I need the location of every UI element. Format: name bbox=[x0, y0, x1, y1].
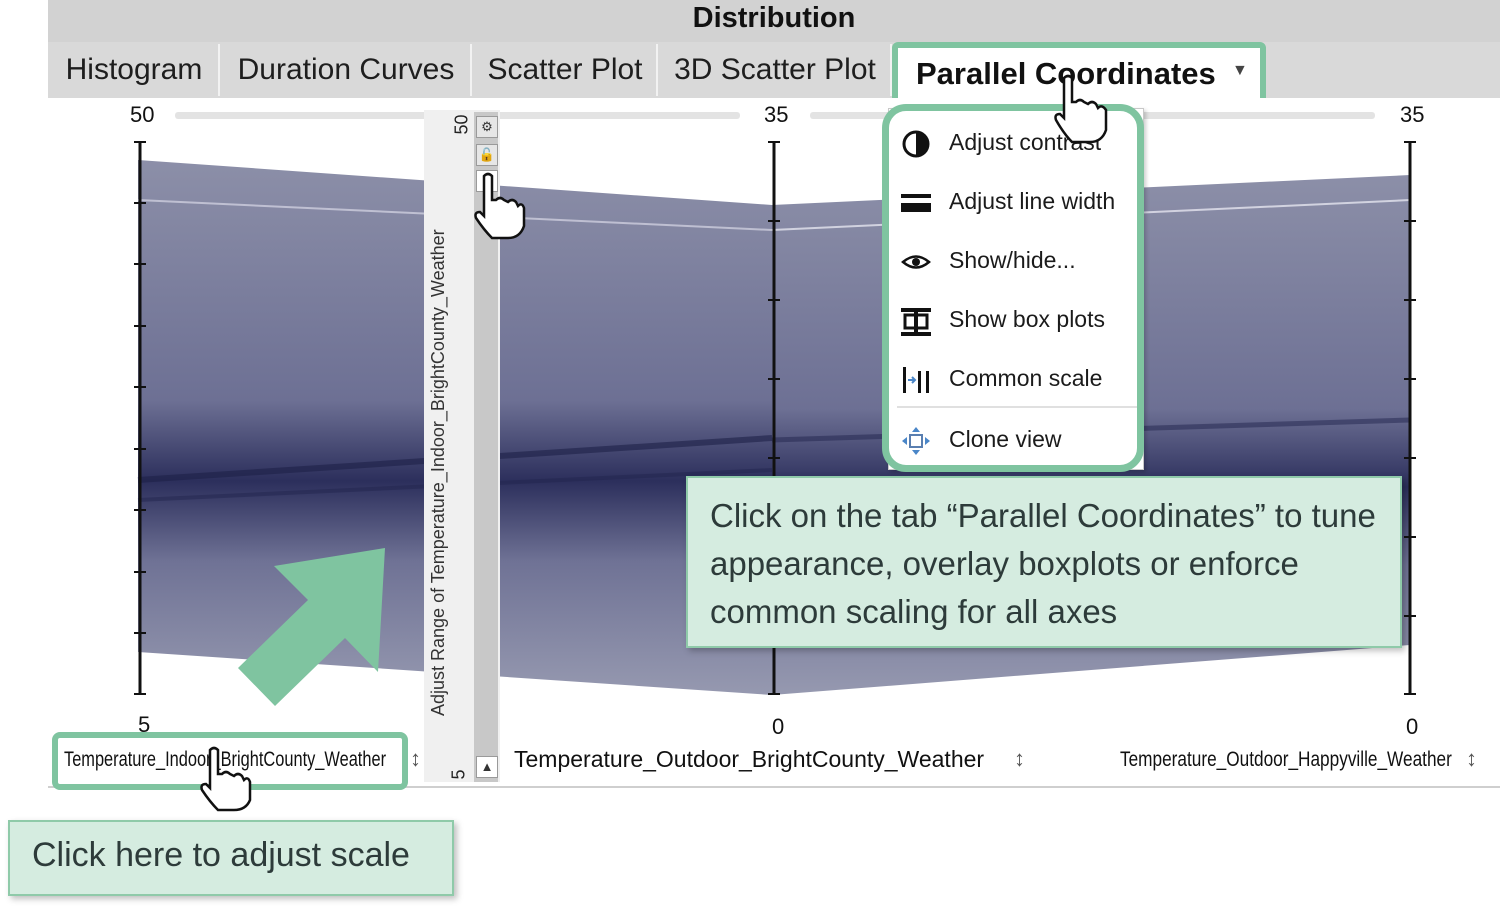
pointer-arrow-icon bbox=[238, 548, 385, 706]
menu-item-common-scale[interactable]: Common scale bbox=[889, 351, 1143, 407]
axis-1-sort-icon[interactable]: ↕ bbox=[410, 746, 421, 771]
axis-3-name[interactable]: Temperature_Outdoor_Happyville_Weather bbox=[1120, 748, 1452, 771]
line-width-icon bbox=[901, 194, 931, 212]
axis-2-name[interactable]: Temperature_Outdoor_BrightCounty_Weather bbox=[514, 746, 985, 772]
eye-icon bbox=[901, 255, 931, 269]
axis-3-min-label: 0 bbox=[1406, 714, 1419, 739]
title-bar: Distribution bbox=[48, 0, 1500, 42]
axis-2-min-label: 0 bbox=[772, 714, 785, 739]
menu-item-clone-view[interactable]: Clone view bbox=[889, 412, 1143, 468]
menu-item-label: Show/hide... bbox=[949, 247, 1076, 273]
menu-item-label: Clone view bbox=[949, 426, 1062, 452]
scale-panel-label: Adjust Range of Temperature_Indoor_Brigh… bbox=[428, 229, 448, 716]
plot-bottom-border bbox=[48, 786, 1500, 788]
contrast-icon bbox=[902, 130, 930, 158]
hand-cursor-icon bbox=[474, 172, 526, 240]
parallel-coordinates-menu: Adjust contrast Adjust line width Show/h… bbox=[888, 108, 1144, 470]
axis-1-max-label: 50 bbox=[130, 102, 155, 127]
axis-3-max-label: 35 bbox=[1400, 102, 1425, 127]
tab-scatter-plot[interactable]: Scatter Plot bbox=[474, 44, 658, 96]
axis-2-max-label: 35 bbox=[764, 102, 789, 127]
axis-2-sort-icon[interactable]: ↕ bbox=[1014, 746, 1025, 771]
menu-item-adjust-line-width[interactable]: Adjust line width bbox=[889, 174, 1143, 230]
menu-item-show-box-plots[interactable]: Show box plots bbox=[889, 292, 1143, 348]
lock-icon[interactable]: 🔓 bbox=[476, 144, 498, 166]
menu-item-show-hide[interactable]: Show/hide... bbox=[889, 233, 1143, 289]
axis-3-sort-icon[interactable]: ↕ bbox=[1466, 746, 1477, 771]
tab-histogram[interactable]: Histogram bbox=[50, 44, 220, 96]
box-plot-icon bbox=[901, 308, 931, 336]
menu-separator bbox=[897, 406, 1137, 408]
tab-duration-curves[interactable]: Duration Curves bbox=[222, 44, 472, 96]
menu-item-label: Adjust line width bbox=[949, 188, 1116, 214]
window-title: Distribution bbox=[692, 2, 856, 34]
clone-view-icon bbox=[902, 427, 930, 455]
axis-1-name[interactable]: Temperature_Indoor_BrightCounty_Weather bbox=[64, 748, 387, 771]
scale-bottom-value: 5 bbox=[448, 769, 469, 780]
tab-hint-text: Click on the tab “Parallel Coordinates” … bbox=[710, 497, 1376, 630]
menu-item-label: Common scale bbox=[949, 365, 1103, 391]
tab-hint-callout: Click on the tab “Parallel Coordinates” … bbox=[686, 476, 1402, 648]
gear-icon[interactable]: ⚙ bbox=[476, 116, 498, 138]
menu-highlight-outline bbox=[882, 104, 1144, 472]
scale-top-value: 50 bbox=[451, 114, 472, 135]
tab-parallel-coordinates[interactable]: Parallel Coordinates ▼ bbox=[892, 42, 1266, 106]
scale-hint-callout: Click here to adjust scale bbox=[8, 820, 454, 896]
hand-cursor-icon bbox=[1054, 74, 1108, 144]
hand-cursor-icon bbox=[200, 746, 252, 812]
common-scale-icon bbox=[903, 367, 929, 393]
scale-hint-text: Click here to adjust scale bbox=[32, 836, 410, 874]
dropdown-arrow-icon[interactable]: ▼ bbox=[1232, 62, 1248, 79]
menu-item-label: Show box plots bbox=[949, 306, 1105, 332]
axis-1-min-label: 5 bbox=[138, 712, 151, 737]
tab-3d-scatter-plot[interactable]: 3D Scatter Plot bbox=[660, 44, 892, 96]
scale-min-handle[interactable]: ▲ bbox=[476, 756, 498, 778]
